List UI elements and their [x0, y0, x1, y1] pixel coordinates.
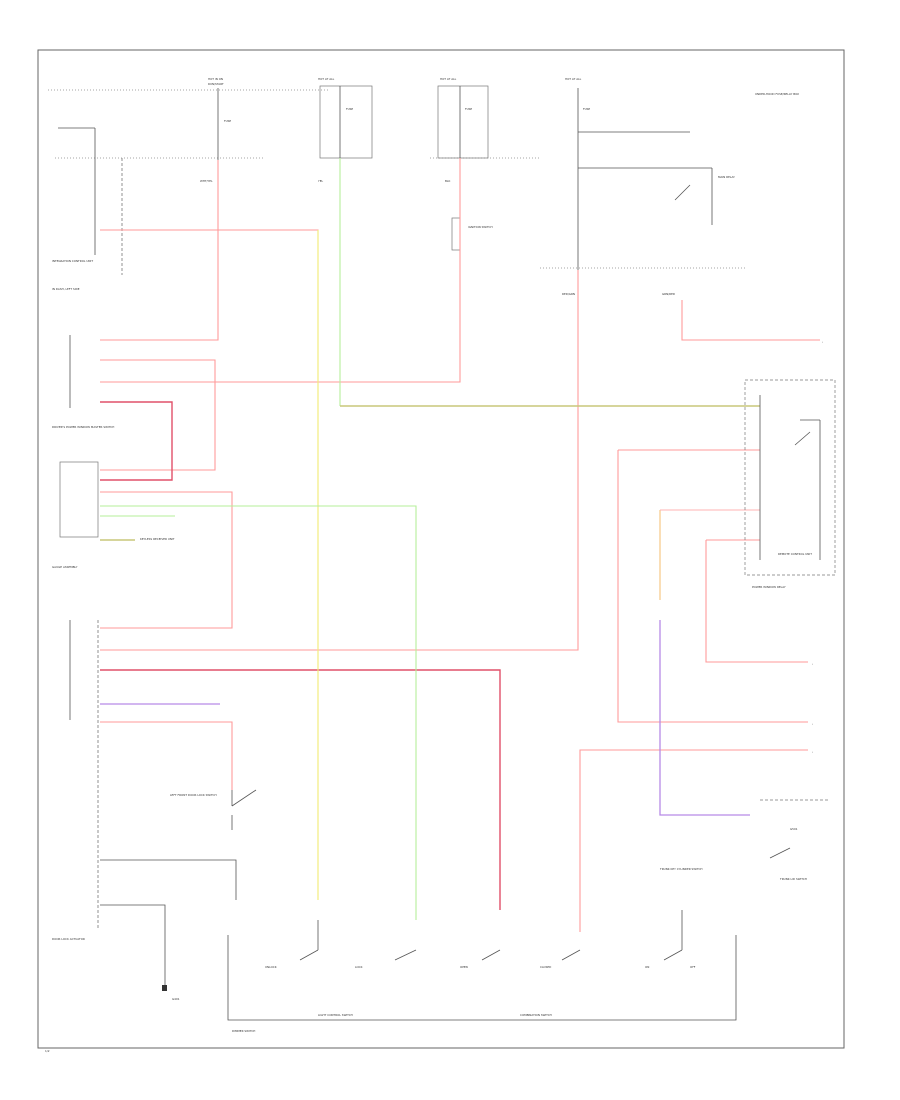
svg-text:OPEN: OPEN: [460, 965, 468, 969]
door-switch-lf: UNLOCK: [265, 920, 319, 969]
ignition-switch-label: IGNITION SWITCH: [468, 225, 493, 229]
power-window-relay-label: POWER WINDOW RELAY: [752, 585, 786, 589]
connector-arrow-2: ›: [812, 662, 813, 666]
light-control-label: LIGHT CONTROL SWITCH: [318, 1013, 353, 1017]
ground-right-label: G501: [790, 827, 798, 831]
hot-run-sub: RUN/START: [208, 82, 224, 86]
connector-arrow-3: ›: [812, 722, 813, 726]
wire-red-5: [681, 300, 820, 341]
fuse-box-3: [437, 85, 489, 159]
junction-box-right-label: UNDER-HOOD FUSE/RELAY BOX: [755, 92, 799, 96]
wire-lower-1: [100, 859, 237, 900]
integration-unit-sub: IN DASH, LEFT SIDE: [52, 287, 80, 291]
wire-dkred-2: [100, 669, 501, 910]
remote-control-unit-label: REMOTE CONTROL UNIT: [778, 552, 812, 556]
svg-text:LOCK: LOCK: [355, 965, 363, 969]
wire-label-grn-red: GRN/RED: [662, 292, 675, 296]
lf-ground: [162, 985, 167, 991]
wire-red-2: [100, 359, 216, 471]
gauge-assembly-box: [59, 461, 99, 538]
svg-text:UNLOCK: UNLOCK: [265, 965, 277, 969]
wire-red-3: [100, 158, 461, 383]
wire-green-2: [100, 505, 417, 920]
door-lock-actuator-label: DOOR LOCK ACTUATOR: [52, 937, 85, 941]
left-front-door-lock-label: LEFT FRONT DOOR LOCK SWITCH: [170, 793, 217, 797]
hot-at-all-label-2: HOT AT ALL: [440, 77, 457, 81]
wire-red-7: [100, 721, 233, 790]
svg-text:OFF: OFF: [690, 965, 696, 969]
trunk-lid-switch: [769, 847, 791, 859]
trunk-switch: ON OFF: [645, 910, 696, 969]
door-switch-lr: OPEN: [460, 949, 501, 969]
wire-red-12: [579, 749, 808, 932]
fuse-label-2: FUSE: [346, 107, 353, 111]
trunk-key-cylinder-label: TRUNK KEY CYLINDER SWITCH: [659, 867, 703, 871]
fuse-label-4: FUSE: [583, 107, 590, 111]
trunk-lid-switch-label: TRUNK LID SWITCH: [779, 877, 807, 881]
footer-id: 1/2: [45, 1049, 50, 1053]
combination-switch-label: COMBINATION SWITCH: [520, 1013, 552, 1017]
fuse-box-2: [319, 85, 373, 159]
hot-at-all-label-3: HOT AT ALL: [565, 77, 582, 81]
ignition-switch-box: [451, 217, 461, 251]
wire-dkred-1: [100, 401, 173, 481]
connector-arrow-1: ›: [822, 340, 823, 344]
bottom-switch-frame: [227, 935, 737, 1021]
wire-red-11: [705, 540, 808, 663]
door-switch-rf: LOCK: [355, 949, 417, 969]
wire-label-wht-yel: WHT/YEL: [200, 179, 213, 183]
fuse-label-3: FUSE: [465, 107, 472, 111]
lf-lock-switch-contact: [231, 789, 257, 807]
svg-text:ON: ON: [645, 965, 649, 969]
ground-left-label: G401: [172, 997, 180, 1001]
wire-red-9: [617, 450, 808, 723]
main-relay-label: MAIN RELAY: [718, 175, 735, 179]
wire-purple-2: [659, 620, 750, 816]
remote-unit-contact: [794, 431, 811, 446]
wire-red-6: [100, 491, 233, 629]
wire-label-blk: BLK: [445, 179, 450, 183]
integration-unit-label: INTEGRATION CONTROL UNIT: [52, 259, 93, 263]
connector-arrow-4: ›: [812, 750, 813, 754]
wire-label-red-grn: RED/GRN: [562, 292, 575, 296]
wire-red-ignition: [100, 229, 319, 900]
remote-control-unit-box: [744, 379, 836, 576]
fuse-label-1: FUSE: [224, 119, 231, 123]
hot-run-label: HOT IN ON: [208, 77, 223, 81]
door-switch-rr: CLOSED: [540, 949, 581, 969]
wire-lower-2: [100, 904, 166, 985]
wire-red-1: [100, 160, 219, 341]
relay-contact: [674, 184, 691, 201]
keyless-receiver-label: KEYLESS RECEIVER UNIT: [140, 537, 175, 541]
diagram-frame: [37, 49, 845, 1049]
hot-at-all-label-1: HOT AT ALL: [318, 77, 335, 81]
gauge-assembly-label: GAUGE ASSEMBLY: [52, 565, 78, 569]
wire-label-yel: YEL: [318, 179, 323, 183]
dimmer-switch-label: DIMMER SWITCH: [232, 1029, 255, 1033]
driver-pwr-window-switch-label: DRIVER'S POWER WINDOW MASTER SWITCH: [52, 425, 114, 429]
svg-text:CLOSED: CLOSED: [540, 965, 551, 969]
wire-red-4: [100, 270, 579, 651]
